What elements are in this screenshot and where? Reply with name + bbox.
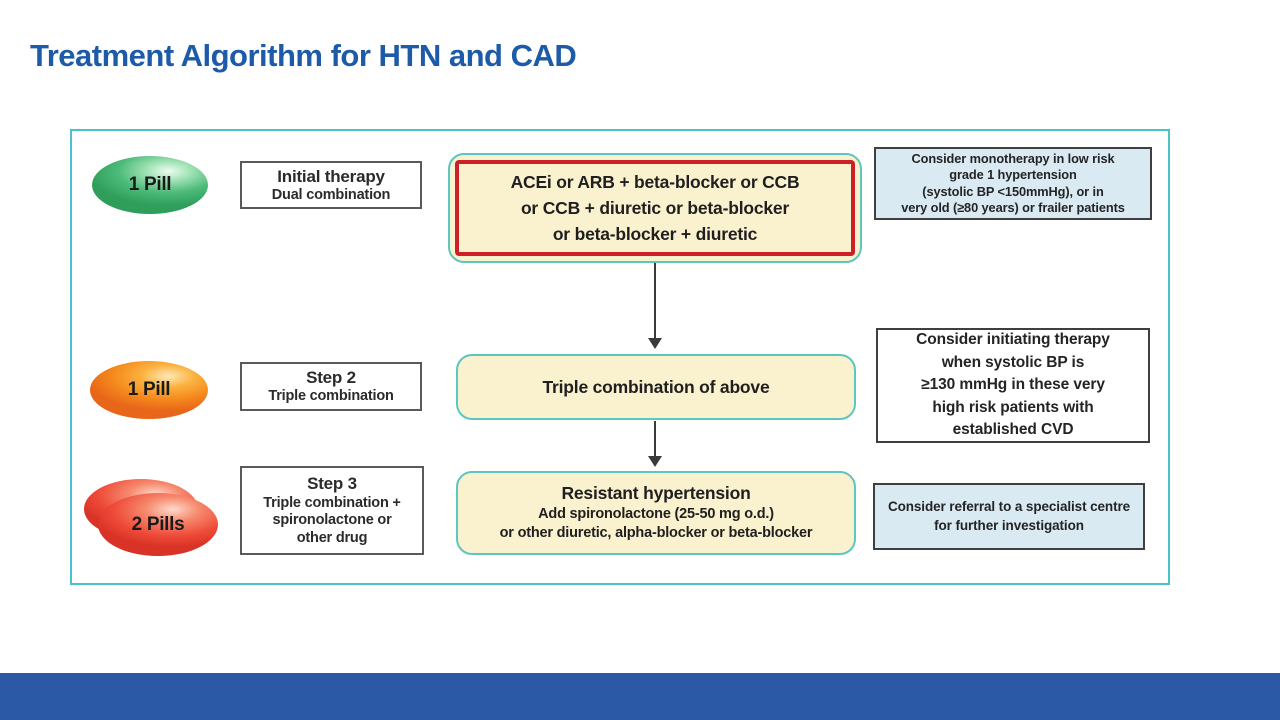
action-3-line-3: or other diuretic, alpha-blocker or beta… xyxy=(499,525,813,542)
note-box-specialist-referral: Consider referral to a specialist centre… xyxy=(873,483,1145,550)
action-1-line-3: or beta-blocker + diuretic xyxy=(552,224,758,245)
arrow-head xyxy=(648,456,662,467)
step-2-line-2: Triple combination xyxy=(268,388,394,405)
step-3-line-1: Step 3 xyxy=(307,474,357,494)
flow-arrow-1 xyxy=(648,263,662,349)
step-box-initial-therapy: Initial therapy Dual combination xyxy=(240,161,422,209)
step-3-line-3: spironolactone or xyxy=(272,512,392,529)
pill-3b-red: 2 Pills xyxy=(98,493,218,556)
action-box-triple-combination: Triple combination of above xyxy=(456,354,856,420)
note-1-line-3: (systolic BP <150mmHg), or in xyxy=(922,183,1104,199)
note-box-initiating-therapy: Consider initiating therapy when systoli… xyxy=(876,328,1150,443)
note-2-line-4: high risk patients with xyxy=(932,398,1094,416)
step-3-line-2: Triple combination + xyxy=(263,494,401,511)
action-box-dual-combination: ACEi or ARB + beta-blocker or CCB or CCB… xyxy=(448,153,862,263)
arrow-stem xyxy=(654,421,656,456)
action-3-line-1: Resistant hypertension xyxy=(561,483,751,504)
action-3-line-2: Add spironolactone (25-50 mg o.d.) xyxy=(538,505,774,522)
highlight-red-frame: ACEi or ARB + beta-blocker or CCB or CCB… xyxy=(455,160,855,256)
pill-3-label: 2 Pills xyxy=(131,513,185,535)
action-1-line-1: ACEi or ARB + beta-blocker or CCB xyxy=(510,171,800,192)
pill-2-orange: 1 Pill xyxy=(90,361,208,419)
note-2-line-3: ≥130 mmHg in these very xyxy=(921,376,1105,394)
flow-arrow-2 xyxy=(648,421,662,467)
step-box-step-3: Step 3 Triple combination + spironolacto… xyxy=(240,466,424,555)
note-1-line-4: very old (≥80 years) or frailer patients xyxy=(901,199,1125,215)
note-2-line-1: Consider initiating therapy xyxy=(916,331,1110,349)
note-1-line-2: grade 1 hypertension xyxy=(949,167,1077,183)
note-3-line-1: Consider referral to a specialist centre xyxy=(887,498,1131,514)
arrow-head xyxy=(648,338,662,349)
note-2-line-5: established CVD xyxy=(952,421,1074,439)
footer-accent-bar xyxy=(0,673,1280,720)
step-2-line-1: Step 2 xyxy=(306,368,356,388)
note-2-line-2: when systolic BP is xyxy=(941,353,1085,371)
pill-1-label: 1 Pill xyxy=(128,174,172,195)
step-3-line-4: other drug xyxy=(296,529,368,546)
pill-1-green: 1 Pill xyxy=(92,156,208,214)
arrow-stem xyxy=(654,263,656,338)
note-1-line-1: Consider monotherapy in low risk xyxy=(911,151,1115,167)
pill-2-label: 1 Pill xyxy=(127,379,171,400)
step-1-line-2: Dual combination xyxy=(271,186,391,203)
note-3-line-2: for further investigation xyxy=(934,517,1084,533)
note-box-monotherapy: Consider monotherapy in low risk grade 1… xyxy=(874,147,1152,220)
action-box-resistant-hypertension: Resistant hypertension Add spironolacton… xyxy=(456,471,856,555)
page-title: Treatment Algorithm for HTN and CAD xyxy=(30,38,577,73)
step-1-line-1: Initial therapy xyxy=(277,166,385,186)
step-box-step-2: Step 2 Triple combination xyxy=(240,362,422,411)
action-1-line-2: or CCB + diuretic or beta-blocker xyxy=(520,197,790,218)
action-2-line-1: Triple combination of above xyxy=(542,376,770,397)
algorithm-panel: 1 Pill Initial therapy Dual combination … xyxy=(70,129,1170,585)
